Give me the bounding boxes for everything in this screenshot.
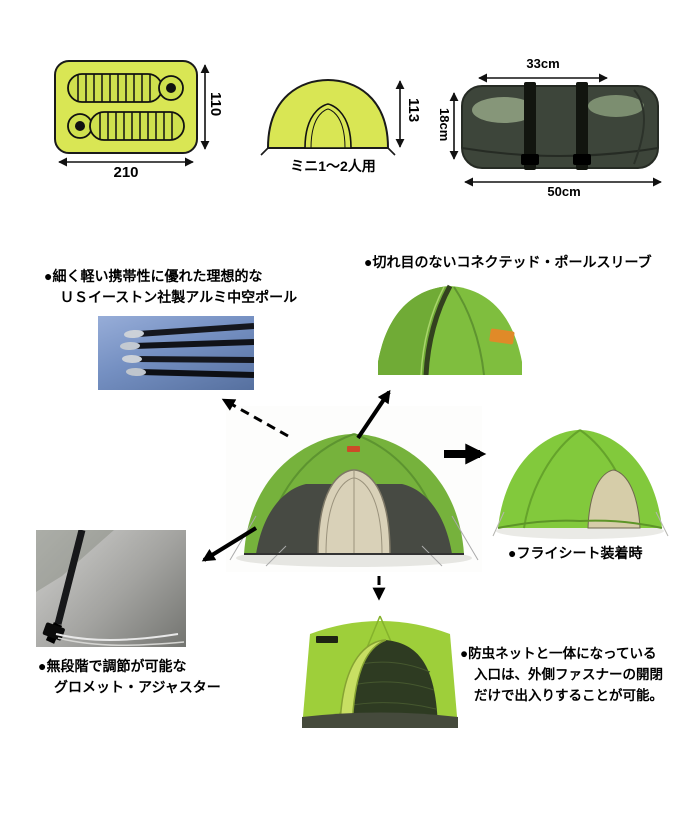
packed-bag-photo [449, 73, 662, 187]
pole-sleeve-photo [378, 278, 522, 375]
frontview-caption: ミニ1～2人用 [290, 158, 376, 174]
bag-strap [524, 82, 536, 170]
poles-callout-text: ●細く軽い携帯性に優れた理想的な ＵＳイーストン社製アルミ中空ポール [44, 266, 297, 308]
entrance-logo-patch [316, 636, 338, 643]
frontview-diagram: 113 ミニ1～2人用 [258, 70, 438, 188]
rolled-door-fabric [339, 639, 387, 728]
poles-callout-line2: ＵＳイーストン社製アルミ中空ポール [60, 289, 298, 305]
main-tent-photo [226, 406, 482, 572]
pole-sleeve-seam [423, 284, 453, 375]
floorplan-width-label: 210 [113, 164, 139, 181]
floorplan-depth-label: 110 [207, 92, 224, 117]
poles-photo [98, 316, 254, 390]
sleeping-bag-bottom [67, 111, 185, 141]
flysheet-door [587, 469, 641, 529]
grommet-callout-line1: ●無段階で調節が可能な [38, 658, 187, 674]
sleeve-callout-text: ●切れ目のないコネクテッド・ポールスリーブ [364, 252, 652, 273]
frontview-drawing [260, 78, 405, 156]
flysheet-photo [492, 414, 670, 542]
frontview-height-label: 113 [405, 98, 422, 123]
frontview-door [304, 103, 352, 149]
bag-strap [576, 82, 588, 170]
entrance-callout-line3: だけで出入りすることが可能。 [474, 688, 663, 703]
main-tent-illustration [229, 433, 479, 567]
poles-callout-line1: ●細く軽い携帯性に優れた理想的な [44, 268, 263, 284]
grommet-adjuster [42, 622, 65, 641]
entrance-callout-line1: ●防虫ネットと一体になっている [460, 646, 657, 661]
packed-side-label: 18cm [437, 108, 452, 142]
packed-top-label: 33cm [526, 56, 560, 71]
poles-illustration [120, 323, 254, 378]
packed-bottom-label: 50cm [547, 184, 581, 199]
entrance-callout-line2: 入口は、外側ファスナーの開閉 [474, 667, 663, 682]
grommet-photo [36, 530, 186, 647]
grommet-callout-line2: グロメット・アジャスター [54, 679, 221, 695]
grommet-illustration [36, 530, 185, 646]
sleeve-callout-line1: ●切れ目のないコネクテッド・ポールスリーブ [364, 254, 652, 270]
packed-bag-figure: 33cm 18cm 50cm [437, 56, 692, 206]
pole-sleeve-illustration [378, 284, 522, 375]
floorplan-diagram: 210 110 [52, 58, 232, 190]
grommet-callout-text: ●無段階で調節が可能な グロメット・アジャスター [38, 656, 221, 698]
floorplan-drawing [54, 60, 210, 167]
entrance-callout-text: ●防虫ネットと一体になっている 入口は、外側ファスナーの開閉 だけで出入りするこ… [460, 643, 663, 706]
flysheet-illustration [492, 429, 669, 539]
sleeping-bag-top [67, 73, 184, 103]
flysheet-callout-text: ●フライシート装着時 [508, 543, 642, 564]
entrance-illustration [302, 615, 458, 728]
tent-logo-patch [347, 446, 360, 452]
entrance-photo [300, 608, 460, 728]
brand-patch [489, 328, 515, 345]
tent-pole-end [54, 530, 86, 625]
flysheet-callout-line1: ●フライシート装着時 [508, 545, 643, 561]
